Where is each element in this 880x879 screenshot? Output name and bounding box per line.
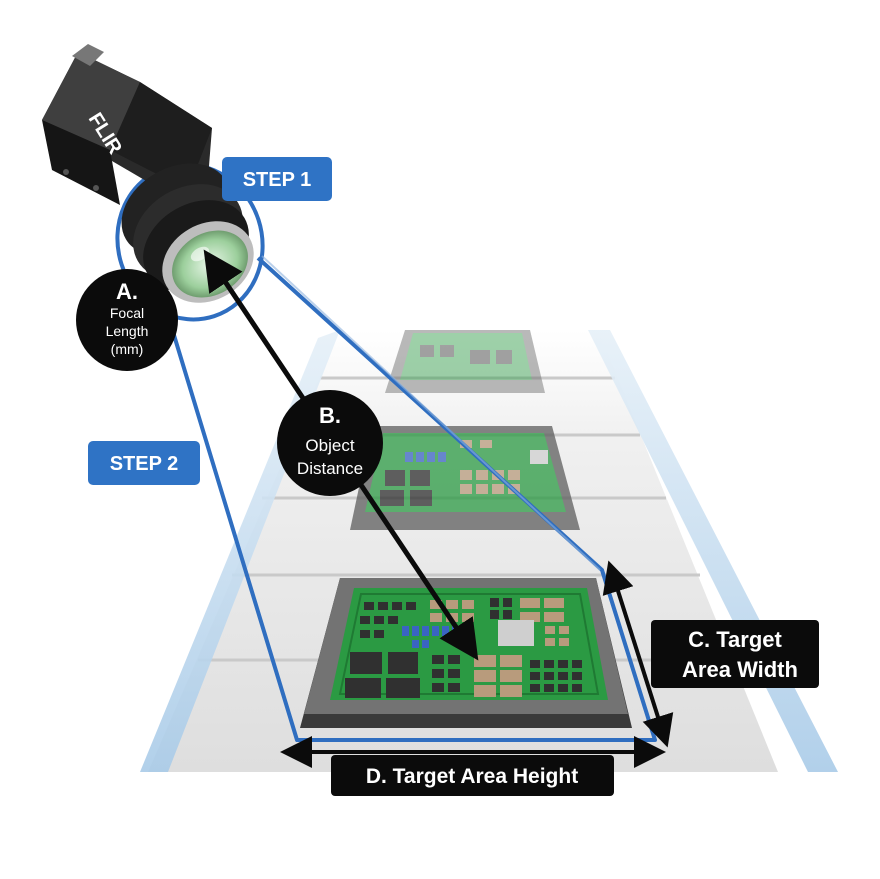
pcb-near (300, 578, 632, 728)
distance-line-2: Distance (297, 459, 363, 478)
focal-line-1: Focal (110, 305, 144, 321)
focal-letter: A. (116, 279, 138, 304)
width-line-2: Area Width (682, 657, 798, 682)
focal-line-3: (mm) (111, 341, 144, 357)
target-width-arrow (602, 560, 674, 748)
pcb-far (385, 330, 545, 393)
height-line-1: D. Target Area Height (366, 765, 578, 788)
target-width-label: C. Target Area Width (651, 620, 819, 688)
distance-line-1: Object (305, 436, 354, 455)
object-distance-label: B. Object Distance (277, 390, 383, 496)
step-1-badge: STEP 1 (222, 157, 332, 201)
step-2-text: STEP 2 (110, 453, 179, 475)
pcb-middle (350, 426, 580, 530)
step-1-text: STEP 1 (243, 169, 312, 191)
target-height-label: D. Target Area Height (331, 755, 614, 796)
distance-letter: B. (319, 403, 341, 428)
step-2-badge: STEP 2 (88, 441, 200, 485)
focal-line-2: Length (106, 323, 149, 339)
width-line-1: C. Target (688, 627, 782, 652)
focal-length-label: A. Focal Length (mm) (76, 269, 178, 371)
